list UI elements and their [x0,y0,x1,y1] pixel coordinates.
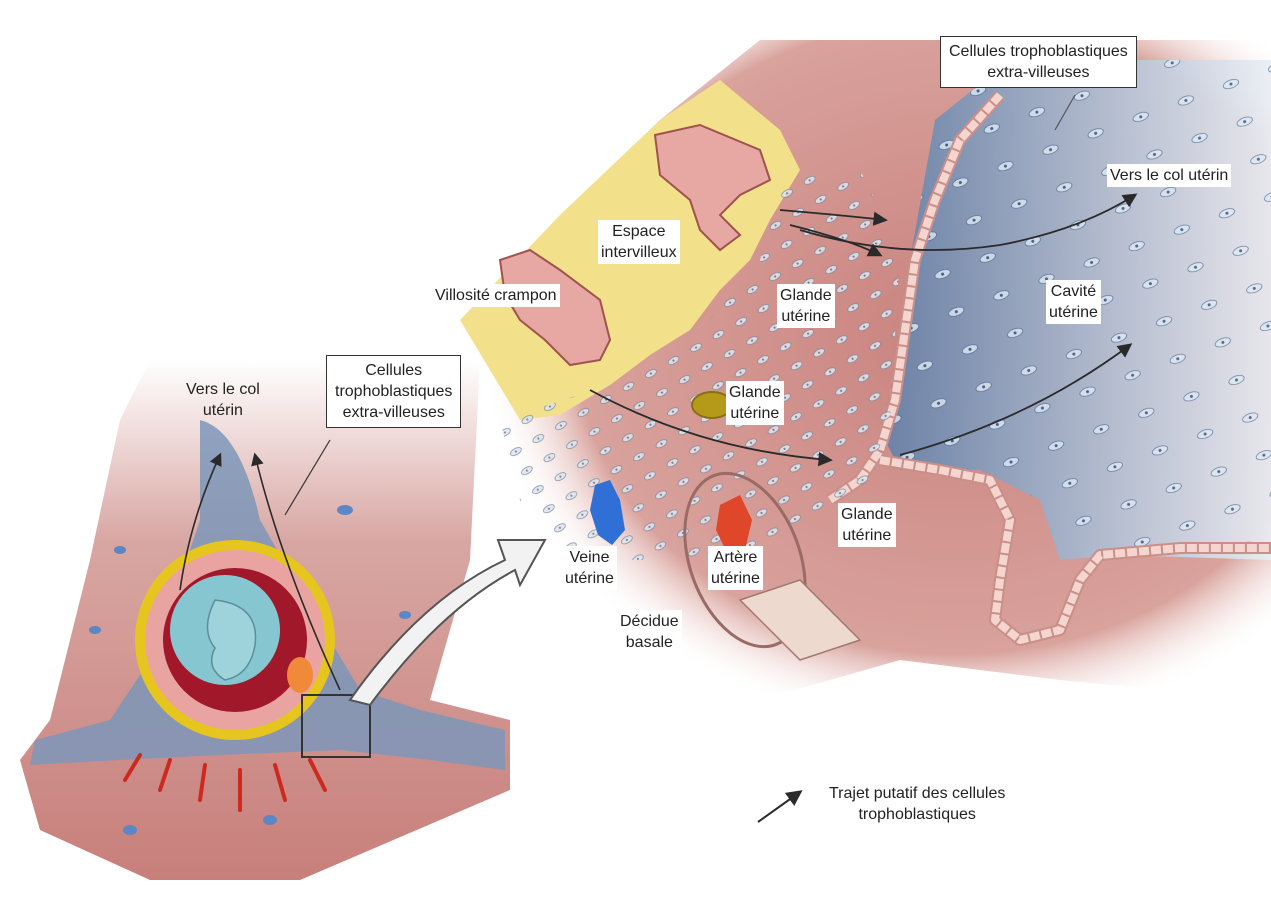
label-uterine-gland-1: Glande utérine [777,284,835,328]
label-extravillous-cells-right: Cellules trophoblastiques extra-villeuse… [940,36,1137,88]
zoom-panel [460,40,1271,700]
label-decidua-basalis: Décidue basale [617,610,682,654]
label-uterine-artery: Artère utérine [708,546,763,590]
label-intervillous-space: Espace intervilleux [598,220,680,264]
label-uterine-cavity: Cavité utérine [1046,280,1101,324]
yolk-sac [287,657,313,693]
label-extravillous-cells-left: Cellules trophoblastiques extra-villeuse… [326,355,461,428]
legend-arrow [758,792,800,822]
label-uterine-gland-3: Glande utérine [838,503,896,547]
label-anchoring-villus: Villosité crampon [432,284,560,307]
label-uterine-gland-2: Glande utérine [726,381,784,425]
legend-label: Trajet putatif des cellules trophoblasti… [826,782,1008,826]
label-towards-cervix-right: Vers le col utérin [1107,164,1231,187]
uterus-overview [20,360,545,880]
label-uterine-vein: Veine utérine [562,546,617,590]
label-towards-cervix-left: Vers le col utérin [183,378,263,422]
